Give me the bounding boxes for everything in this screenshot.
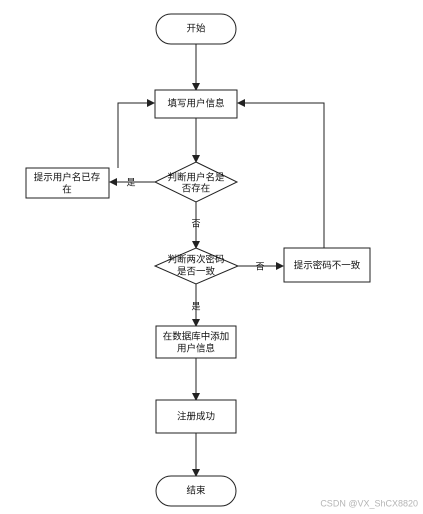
register-success-node: 注册成功 [155,399,237,434]
arrow-exists-prompt-loop [117,99,155,168]
check-exists-decision: 判断用户名是 否存在 [153,161,239,203]
connectors [109,44,325,477]
check-pwd-label-line1: 判断两次密码 [167,254,224,266]
arrow-pwd-prompt-loop [237,99,325,248]
check-exists-label-line2: 否存在 [182,183,211,195]
exists-prompt-line2: 在 [62,184,72,196]
exists-prompt-line1: 提示用户名已存 [34,172,101,184]
add-db-node: 在数据库中添加 用户信息 [155,325,237,359]
pwd-prompt-label: 提示密码不一致 [294,260,361,272]
exists-prompt-node: 提示用户名已存 在 [25,167,110,199]
start-label: 开始 [186,23,206,35]
pwd-prompt-node: 提示密码不一致 [283,247,371,283]
edge-label-pwd-no: 否 [255,262,264,273]
end-label: 结束 [186,485,206,497]
add-db-label-line1: 在数据库中添加 [163,331,230,343]
check-pwd-label-line2: 是否一致 [177,266,216,278]
edge-label-pwd-yes: 是 [191,302,200,313]
start-node: 开始 [155,13,237,45]
fill-info-label: 填写用户信息 [167,98,224,110]
check-exists-label-line1: 判断用户名是 [167,172,225,184]
check-pwd-decision: 判断两次密码 是否一致 [153,247,240,285]
end-node: 结束 [155,475,237,507]
add-db-label-line2: 用户信息 [177,343,215,355]
edge-label-exists-no: 否 [191,219,200,230]
register-success-label: 注册成功 [177,411,215,423]
edge-label-exists-yes: 是 [126,178,135,189]
watermark: CSDN @VX_ShCX8820 [320,498,418,508]
fill-info-node: 填写用户信息 [154,89,238,119]
